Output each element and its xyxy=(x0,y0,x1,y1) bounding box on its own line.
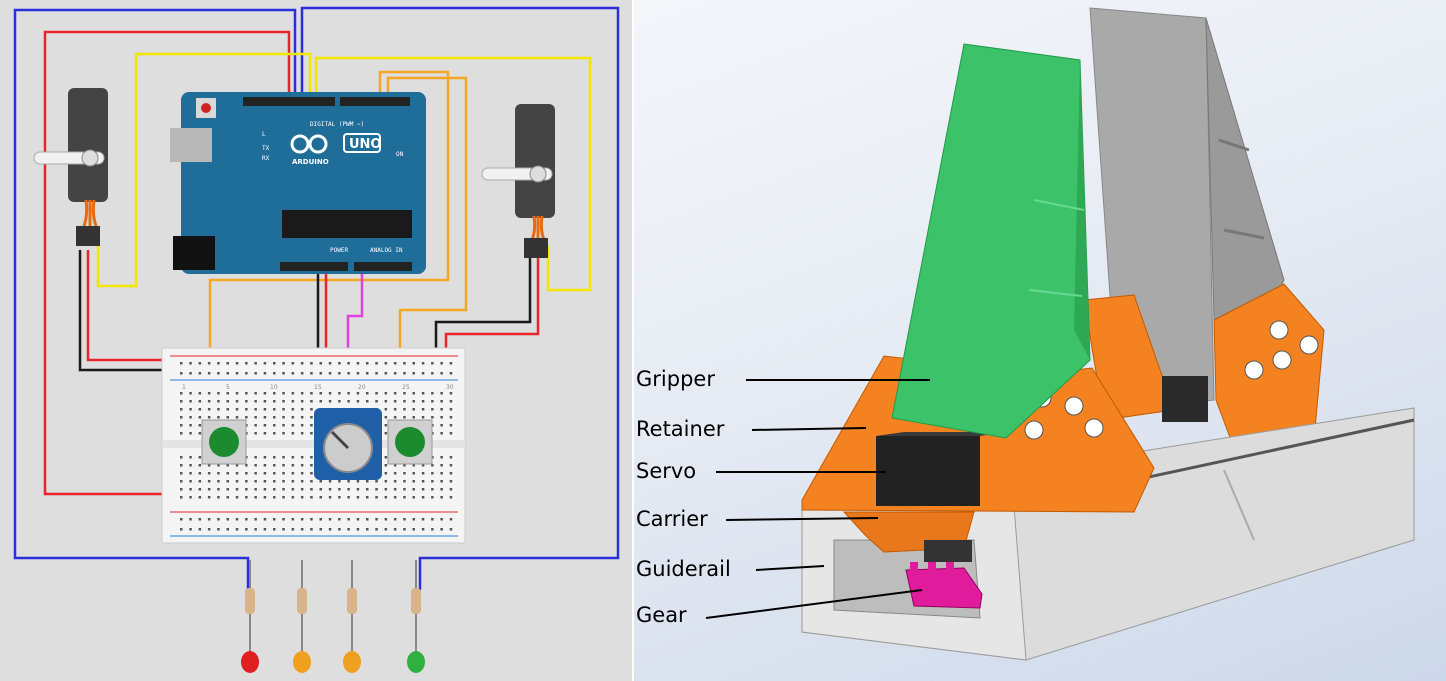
infinity-logo-icon xyxy=(290,134,310,154)
wire-black-servo-left xyxy=(78,250,190,372)
digital-header-left xyxy=(243,97,335,106)
callouts: Gripper Retainer Servo Carrier Guiderail… xyxy=(636,367,930,627)
usb-port xyxy=(170,128,212,162)
leader-gear xyxy=(705,589,923,619)
rx-label: RX xyxy=(262,155,270,162)
wire-blue-right xyxy=(300,6,620,590)
assembly-svg: Gripper Retainer Servo Carrier Guiderail… xyxy=(636,7,1415,661)
led-2 xyxy=(293,560,311,673)
back-retainer xyxy=(1083,283,1325,449)
power-jack xyxy=(173,236,215,270)
wire-red-servo-right xyxy=(444,250,540,360)
bb-number: 15 xyxy=(314,384,322,391)
assembly-render-panel: Gripper Retainer Servo Carrier Guiderail… xyxy=(634,0,1446,681)
arduino-uno-board: UNO ARDUINO ON TX RX L DIGITAL (PWM ~) P… xyxy=(170,92,426,274)
analog-header-label: ANALOG IN xyxy=(370,247,403,254)
bb-number: 30 xyxy=(446,384,454,391)
servo-block xyxy=(876,432,1006,562)
wire-black-servo-right xyxy=(434,250,532,370)
bb-number: 1 xyxy=(182,384,186,391)
label-servo: Servo xyxy=(636,459,696,483)
power-header xyxy=(280,262,348,271)
label-guiderail: Guiderail xyxy=(636,557,731,581)
digital-header-label: DIGITAL (PWM ~) xyxy=(310,121,364,128)
atmega-chip xyxy=(282,210,412,238)
leader-guiderail xyxy=(755,565,825,571)
board-model: UNO xyxy=(349,137,382,152)
bb-number: 5 xyxy=(226,384,230,391)
servo-right xyxy=(481,104,555,258)
circuit-diagram-panel: UNO ARDUINO ON TX RX L DIGITAL (PWM ~) P… xyxy=(0,0,632,681)
led-3 xyxy=(343,560,361,673)
circuit-svg: UNO ARDUINO ON TX RX L DIGITAL (PWM ~) P… xyxy=(13,6,620,673)
led-1 xyxy=(241,560,259,673)
gear xyxy=(905,560,983,609)
bb-number: 20 xyxy=(358,384,366,391)
green-gripper xyxy=(891,43,1091,439)
analog-header xyxy=(354,262,412,271)
label-gripper: Gripper xyxy=(636,367,715,391)
wire-orange-1 xyxy=(208,70,450,370)
bb-number: 25 xyxy=(402,384,410,391)
wire-orange-2 xyxy=(386,76,468,370)
board-brand: ARDUINO xyxy=(292,158,329,166)
led-4 xyxy=(407,560,425,673)
label-carrier: Carrier xyxy=(636,507,708,531)
power-header-label: POWER xyxy=(330,247,348,254)
l-led-label: L xyxy=(262,131,266,138)
on-led-label: ON xyxy=(396,151,404,158)
wire-blue-left xyxy=(13,8,297,590)
servo-left xyxy=(33,88,108,246)
wire-yellow-top xyxy=(96,52,312,288)
wire-yellow-right xyxy=(314,56,592,292)
leader-retainer xyxy=(751,427,867,431)
label-gear: Gear xyxy=(636,603,687,627)
digital-header-right xyxy=(340,97,410,106)
bb-number: 10 xyxy=(270,384,278,391)
leader-carrier xyxy=(725,517,879,521)
wire-red-servo-left-pwr xyxy=(86,250,190,362)
tx-label: TX xyxy=(262,145,270,152)
label-retainer: Retainer xyxy=(636,417,725,441)
resistors-and-leds xyxy=(241,560,425,673)
